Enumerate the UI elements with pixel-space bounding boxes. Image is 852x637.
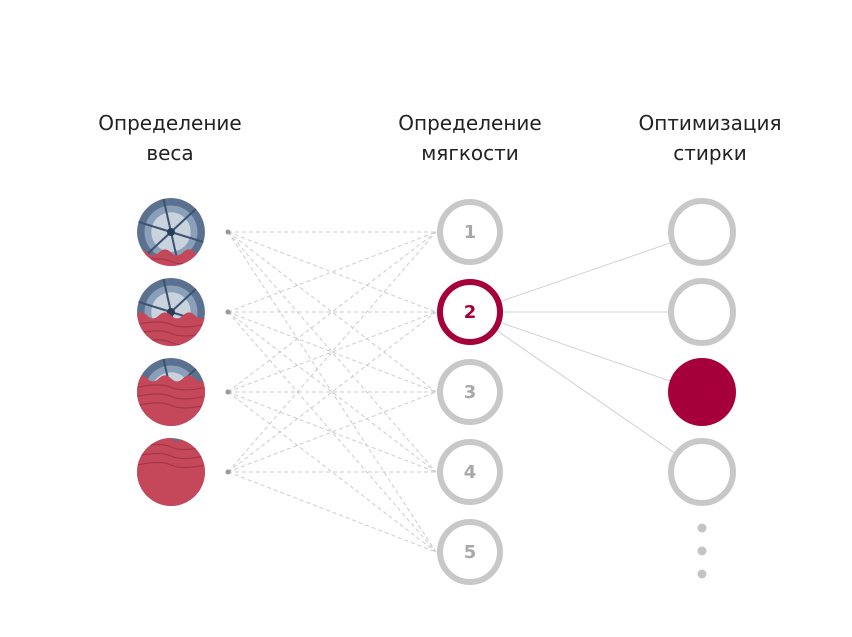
fabric-fold bbox=[137, 452, 205, 460]
weight-node-load-level-1 bbox=[137, 198, 205, 266]
laundry-fill bbox=[137, 438, 205, 506]
dashed-connection bbox=[227, 471, 437, 553]
fabric-fold bbox=[137, 330, 205, 337]
weight-node-load-level-4 bbox=[137, 438, 205, 506]
optimization-title-line1: Оптимизация bbox=[638, 111, 782, 135]
laundry-fill bbox=[137, 375, 205, 426]
solid-connection bbox=[497, 330, 675, 454]
drum-rib bbox=[145, 231, 172, 256]
dashed-connection bbox=[227, 231, 437, 473]
optimization-title-line2: стирки bbox=[673, 141, 747, 165]
weight-to-softness-connections bbox=[227, 231, 437, 553]
weight-title-line1: Определение bbox=[98, 111, 242, 135]
connector-dot bbox=[225, 309, 231, 315]
weight-nodes bbox=[137, 198, 231, 506]
softness-column-title: Определение мягкости bbox=[370, 108, 570, 168]
fabric-fold bbox=[137, 321, 205, 328]
optimization-node bbox=[668, 278, 736, 346]
dashed-connection bbox=[227, 311, 437, 473]
fabric-fold bbox=[137, 393, 205, 400]
optimization-column-title: Оптимизация стирки bbox=[610, 108, 810, 168]
drum-rib bbox=[170, 231, 204, 244]
weight-column-title: Определение веса bbox=[70, 108, 270, 168]
softness-nodes: 1 2 3 4 5 bbox=[437, 199, 503, 585]
softness-ring bbox=[437, 199, 503, 265]
drum-hub bbox=[167, 228, 175, 236]
softness-label: 4 bbox=[464, 462, 477, 483]
drum-rib bbox=[170, 208, 197, 233]
drum-rib bbox=[138, 300, 172, 313]
dashed-connection bbox=[227, 391, 437, 473]
connector-dot bbox=[225, 229, 231, 235]
dashed-connection bbox=[227, 311, 437, 553]
connector-dot bbox=[225, 469, 231, 475]
softness-ring bbox=[437, 279, 503, 345]
fabric-fold bbox=[137, 461, 205, 469]
optimization-nodes bbox=[668, 198, 736, 506]
ellipsis-dot bbox=[697, 523, 707, 533]
optimization-node bbox=[668, 438, 736, 506]
ellipsis-dot bbox=[697, 569, 707, 579]
solid-connection bbox=[501, 322, 671, 382]
softness-to-optimization-connections bbox=[497, 242, 675, 454]
more-options-ellipsis bbox=[697, 523, 707, 579]
drum-rib bbox=[162, 278, 172, 313]
dashed-connection bbox=[227, 311, 437, 393]
dashed-connection bbox=[227, 311, 437, 393]
softness-label: 3 bbox=[464, 382, 477, 403]
fabric-fold bbox=[137, 402, 205, 409]
dashed-connection bbox=[227, 391, 437, 553]
softness-label: 1 bbox=[464, 222, 477, 243]
weight-node-load-level-2 bbox=[137, 278, 205, 346]
softness-label: 2 bbox=[464, 302, 477, 323]
softness-node-4: 4 bbox=[437, 439, 503, 505]
connector-dot bbox=[225, 389, 231, 395]
softness-ring bbox=[437, 359, 503, 425]
dashed-connection bbox=[227, 311, 437, 473]
softness-title-line1: Определение bbox=[398, 111, 542, 135]
drum-rib bbox=[138, 220, 172, 233]
optimization-node bbox=[668, 198, 736, 266]
softness-title-line2: мягкости bbox=[421, 141, 519, 165]
dashed-connection bbox=[227, 231, 437, 553]
dashed-connection bbox=[227, 231, 437, 393]
dashed-connection bbox=[227, 391, 437, 473]
dashed-connection bbox=[227, 231, 437, 393]
softness-label: 5 bbox=[464, 542, 477, 563]
softness-ring bbox=[437, 519, 503, 585]
laundry-fill bbox=[137, 312, 205, 346]
softness-node-1: 1 bbox=[437, 199, 503, 265]
fabric-fold bbox=[137, 384, 205, 391]
dashed-connection bbox=[227, 231, 437, 313]
softness-node-3: 3 bbox=[437, 359, 503, 425]
dashed-connection bbox=[227, 231, 437, 473]
drum-rib bbox=[170, 288, 197, 313]
optimization-node-selected bbox=[668, 358, 736, 426]
drum-rib bbox=[162, 198, 172, 233]
softness-node-5: 5 bbox=[437, 519, 503, 585]
softness-ring bbox=[437, 439, 503, 505]
weight-title-line2: веса bbox=[146, 141, 194, 165]
ellipsis-dot bbox=[697, 546, 707, 556]
weight-node-load-level-3 bbox=[137, 358, 205, 426]
solid-connection bbox=[501, 242, 671, 302]
dashed-connection bbox=[227, 231, 437, 313]
softness-node-2: 2 bbox=[437, 279, 503, 345]
